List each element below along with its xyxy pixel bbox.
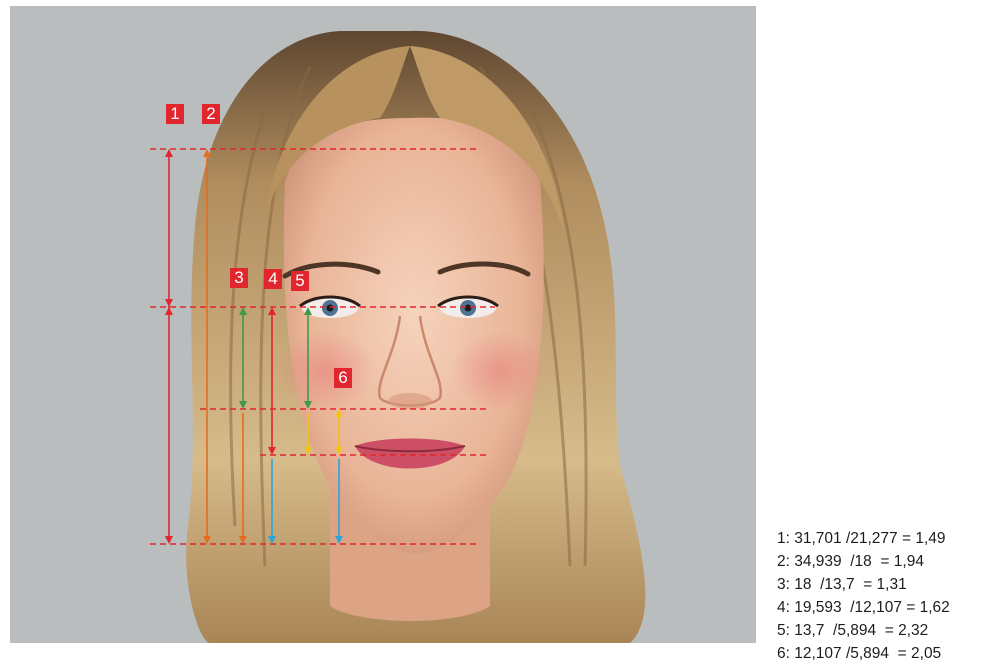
marker-5: 5	[291, 271, 309, 291]
ratio-row-1: 1: 31,701 /21,277 = 1,49	[777, 527, 1001, 550]
face-photo: 1 2 3 4 5 6	[10, 6, 756, 643]
marker-6: 6	[334, 368, 352, 388]
ratio-list: 1: 31,701 /21,277 = 1,49 2: 34,939 /18 =…	[777, 527, 1001, 665]
marker-4: 4	[264, 269, 282, 289]
marker-1: 1	[166, 104, 184, 124]
ratio-row-6: 6: 12,107 /5,894 = 2,05	[777, 642, 1001, 665]
marker-3: 3	[230, 268, 248, 288]
ratio-row-3: 3: 18 /13,7 = 1,31	[777, 573, 1001, 596]
marker-2: 2	[202, 104, 220, 124]
ratio-row-4: 4: 19,593 /12,107 = 1,62	[777, 596, 1001, 619]
ratio-row-2: 2: 34,939 /18 = 1,94	[777, 550, 1001, 573]
ratio-row-5: 5: 13,7 /5,894 = 2,32	[777, 619, 1001, 642]
